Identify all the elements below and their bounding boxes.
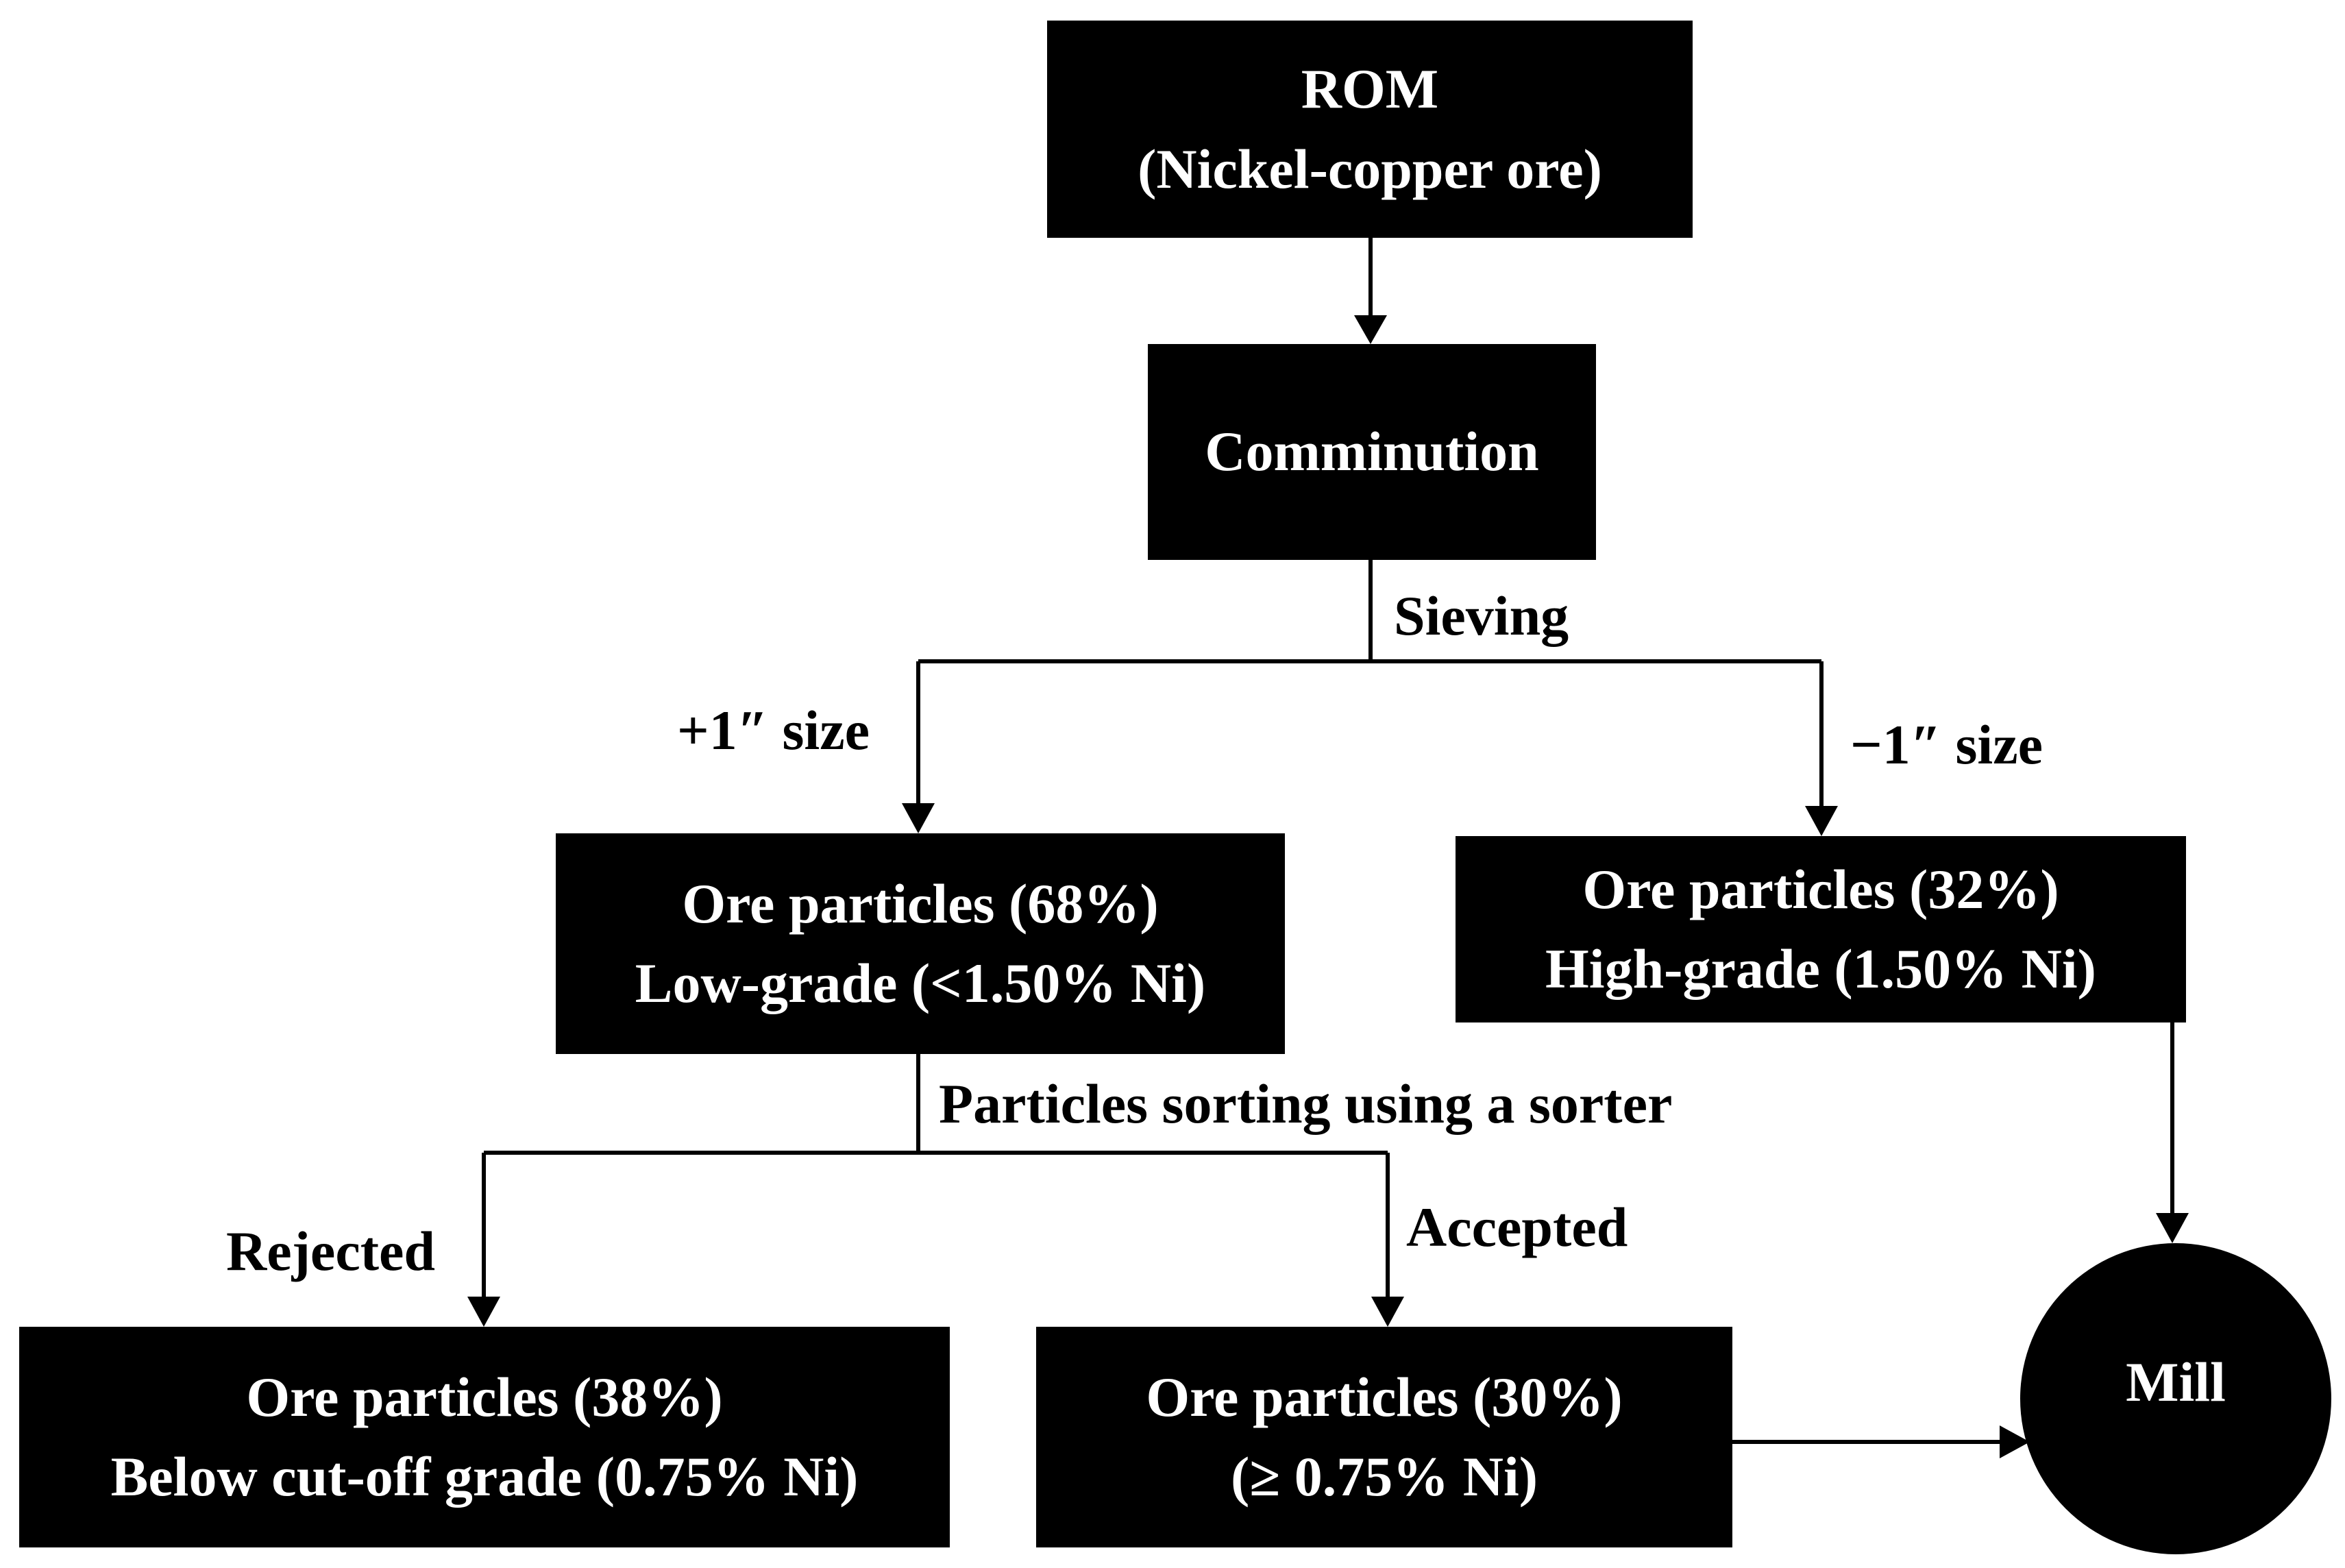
node-fine-line2: High-grade (1.50% Ni) [1545,938,2096,1000]
arrowhead-fine [1805,806,1838,836]
node-accepted-particles: Ore particles (30%) (≥ 0.75% Ni) [1036,1327,1732,1547]
arrowhead-accepted [1371,1297,1404,1327]
label-minus-size: −1″ size [1850,713,2043,776]
arrowhead-rejected [467,1297,500,1327]
label-sorting: Particles sorting using a sorter [939,1073,1673,1135]
node-coarse-particles: Ore particles (68%) Low-grade (<1.50% Ni… [556,833,1285,1054]
node-coarse-line2: Low-grade (<1.50% Ni) [635,952,1206,1014]
arrowhead-mill-left [2000,1425,2030,1458]
arrowhead-mill-top [2156,1213,2189,1243]
node-accepted-line1: Ore particles (30%) [1146,1365,1623,1428]
node-rom-subtitle: (Nickel-copper ore) [1138,137,1602,200]
node-mill-title: Mill [2126,1350,2226,1413]
node-rejected-particles: Ore particles (38%) Below cut-off grade … [19,1327,950,1547]
node-rejected-line1: Ore particles (38%) [246,1365,723,1428]
label-sieving: Sieving [1394,585,1569,647]
node-comminution-title: Comminution [1205,420,1539,483]
label-plus-size: +1″ size [677,699,870,761]
node-rom: ROM (Nickel-copper ore) [1047,21,1693,238]
label-rejected: Rejected [226,1220,436,1282]
label-accepted: Accepted [1406,1196,1628,1258]
node-accepted-line2: (≥ 0.75% Ni) [1230,1445,1538,1508]
arrowhead-coarse [902,803,935,833]
node-rejected-line2: Below cut-off grade (0.75% Ni) [110,1445,859,1508]
node-fine-particles: Ore particles (32%) High-grade (1.50% Ni… [1456,836,2186,1022]
node-fine-line1: Ore particles (32%) [1582,857,2059,920]
arrowhead-comminution [1354,315,1387,344]
node-mill: Mill [2020,1243,2331,1554]
node-rom-title: ROM [1301,58,1439,121]
node-comminution: Comminution [1148,344,1596,560]
node-coarse-line1: Ore particles (68%) [682,872,1159,935]
